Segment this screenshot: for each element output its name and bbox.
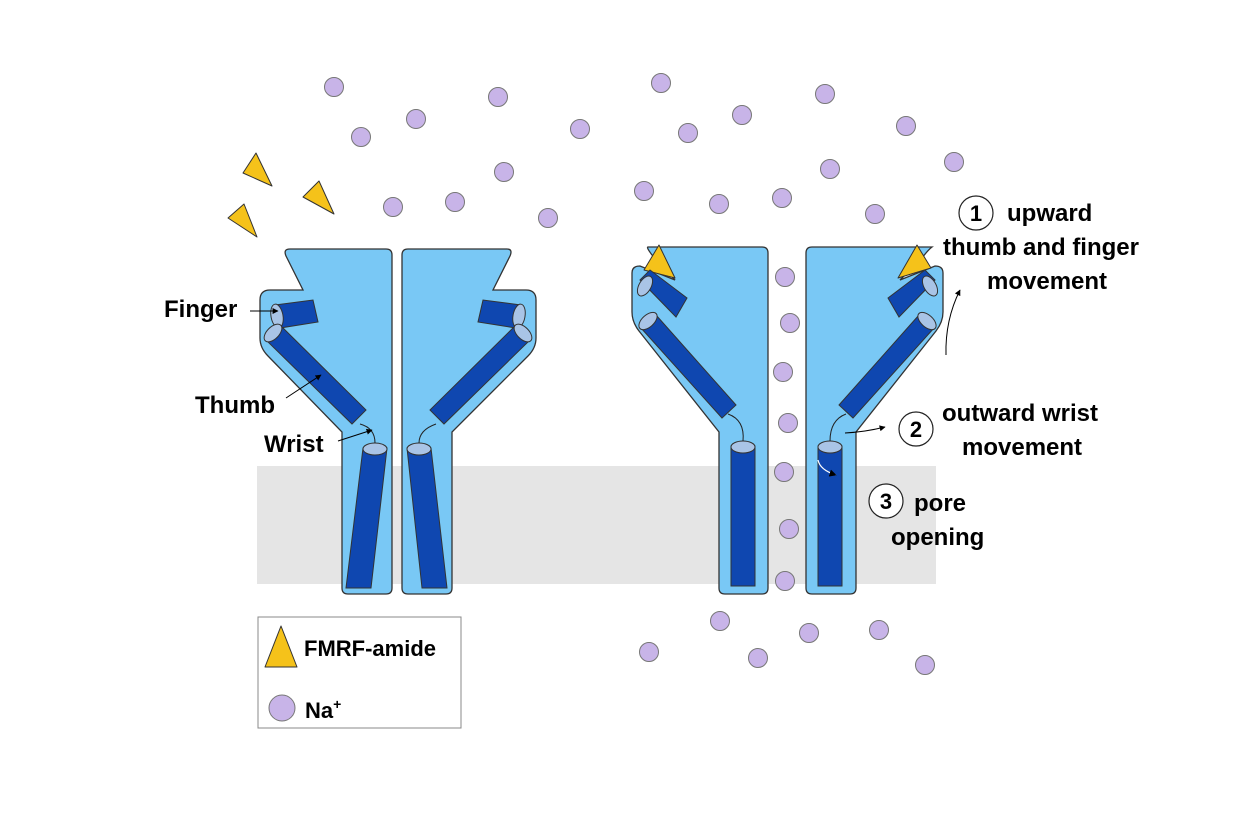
sodium-ion — [494, 162, 514, 182]
wrist-pointer — [337, 428, 373, 442]
sodium-ion — [896, 116, 916, 136]
closed-right-tm-helix — [406, 442, 448, 589]
step-3-badge — [868, 483, 904, 519]
sodium-ion — [488, 87, 508, 107]
sodium-ion — [815, 84, 835, 104]
finger-label: Finger — [164, 296, 237, 323]
step-2-badge — [898, 411, 934, 447]
sodium-ion — [778, 413, 798, 433]
sodium-ion — [780, 313, 800, 333]
thumb-pointer — [285, 374, 322, 399]
step-1-line1: upward — [1007, 200, 1092, 227]
sodium-ion — [324, 77, 344, 97]
wrist-label: Wrist — [264, 431, 324, 458]
legend-ion-label: Na+ — [305, 696, 341, 723]
free-ligand — [242, 152, 273, 187]
legend: FMRF-amide Na+ — [257, 616, 462, 729]
sodium-ion — [944, 152, 964, 172]
sodium-ion — [915, 655, 935, 675]
open-right-thumb-helix — [838, 311, 937, 419]
free-ligand — [227, 203, 258, 238]
closed-right-thumb-helix — [429, 323, 533, 425]
sodium-ion — [709, 194, 729, 214]
step-1: 1 upward thumb and finger movement — [943, 195, 1139, 295]
step-3-number: 3 — [880, 489, 892, 514]
bound-ligand-left — [643, 244, 676, 279]
step-3-line2: opening — [891, 524, 984, 551]
sodium-ion — [634, 181, 654, 201]
open-channel — [631, 244, 944, 595]
step-3: 3 pore opening — [868, 483, 984, 551]
sodium-ion — [799, 623, 819, 643]
sodium-ion — [865, 204, 885, 224]
sodium-ion — [779, 519, 799, 539]
sodium-ion — [820, 159, 840, 179]
sodium-ion — [383, 197, 403, 217]
sodium-ion — [538, 208, 558, 228]
sodium-ion — [775, 267, 795, 287]
step-2-number: 2 — [910, 417, 922, 442]
upward-movement-arrow — [945, 289, 961, 356]
closed-left-thumb-helix — [263, 323, 367, 425]
step-1-number: 1 — [970, 201, 982, 226]
step-3-line1: pore — [914, 490, 966, 517]
legend-ligand-swatch — [264, 625, 298, 668]
sodium-ion — [678, 123, 698, 143]
thumb-label: Thumb — [195, 392, 275, 419]
sodium-ion — [773, 362, 793, 382]
free-ligands — [227, 152, 335, 238]
sodium-ion — [639, 642, 659, 662]
open-right-tm-helix — [817, 440, 843, 587]
sodium-ion — [570, 119, 590, 139]
open-left-tm-helix — [730, 440, 756, 587]
sodium-ion — [710, 611, 730, 631]
closed-left-tm-helix — [345, 442, 388, 589]
sodium-ion — [748, 648, 768, 668]
sodium-ions — [324, 73, 964, 675]
step-2-line1: outward wrist — [942, 400, 1098, 427]
sodium-ion — [351, 127, 371, 147]
step-1-line3: movement — [987, 268, 1107, 295]
step-1-badge — [958, 195, 994, 231]
sodium-ion — [445, 192, 465, 212]
sodium-ion — [651, 73, 671, 93]
sodium-ion — [406, 109, 426, 129]
legend-ion-base: Na — [305, 698, 334, 723]
sodium-ion — [732, 105, 752, 125]
open-left-finger-helix — [636, 269, 688, 318]
wrist-movement-arrow — [844, 425, 886, 434]
sodium-ion — [869, 620, 889, 640]
open-left-thumb-helix — [638, 311, 737, 419]
closed-right-finger-helix — [477, 299, 526, 329]
sodium-ion — [774, 462, 794, 482]
free-ligand — [302, 180, 335, 215]
legend-ion-sup: + — [333, 696, 341, 712]
legend-ligand-label: FMRF-amide — [304, 636, 436, 661]
open-right-wrist-linker — [829, 413, 847, 442]
closed-right-wrist-linker — [418, 423, 437, 444]
step-2-line2: movement — [962, 434, 1082, 461]
step-1-line2: thumb and finger — [943, 234, 1139, 261]
sodium-ion — [772, 188, 792, 208]
legend-ion-swatch — [268, 694, 296, 722]
step-2: 2 outward wrist movement — [898, 400, 1098, 461]
bound-ligand-right — [897, 244, 932, 279]
closed-channel — [259, 248, 537, 595]
open-left-wrist-linker — [727, 413, 744, 442]
pore-opening-arrow — [817, 459, 837, 477]
sodium-ion — [775, 571, 795, 591]
open-right-finger-helix — [887, 269, 939, 318]
